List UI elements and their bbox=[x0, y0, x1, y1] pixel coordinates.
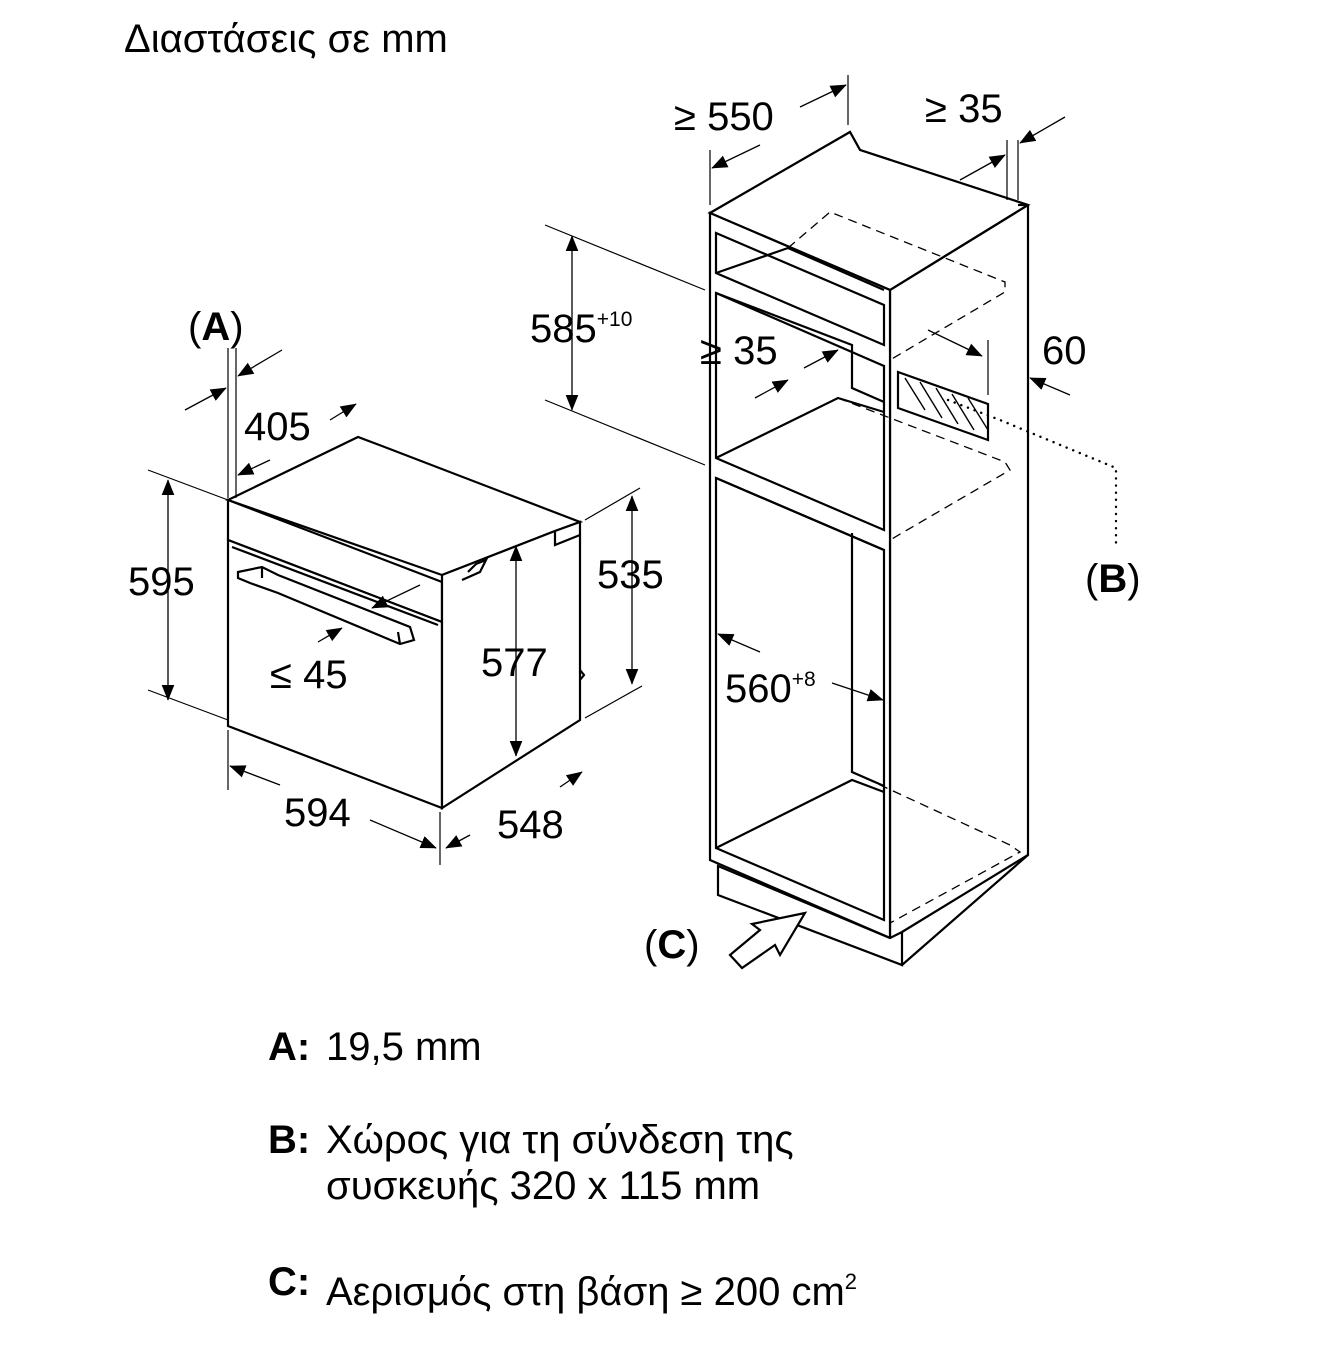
label-c-letter: C bbox=[657, 923, 686, 967]
label-a-callout: (A) bbox=[188, 305, 244, 349]
legend-c-key: C: bbox=[268, 1260, 311, 1304]
dim-585-tolerance: +10 bbox=[597, 308, 633, 331]
dim-35-inner: ≥ 35 bbox=[700, 329, 778, 373]
dim-577: 577 bbox=[481, 641, 548, 685]
dim-585-value: 585 bbox=[530, 307, 597, 351]
dim-60: 60 bbox=[1042, 329, 1087, 373]
connection-space bbox=[896, 370, 990, 442]
label-a-letter: A bbox=[201, 305, 230, 349]
legend-a: A: 19,5 mm bbox=[268, 1024, 482, 1070]
dim-405: 405 bbox=[244, 405, 311, 449]
legend-c: C: Αερισμός στη βάση ≥ 200 cm2 bbox=[268, 1259, 857, 1315]
dim-35-top: ≥ 35 bbox=[925, 87, 1003, 131]
dim-560-tolerance: +8 bbox=[792, 668, 816, 691]
ventilation-arrow bbox=[728, 911, 808, 970]
oven-handle bbox=[236, 565, 416, 646]
cabinet-drawing bbox=[707, 130, 1118, 970]
legend-c-superscript: 2 bbox=[844, 1269, 858, 1294]
dim-550: ≥ 550 bbox=[674, 95, 774, 139]
page-title: Διαστάσεις σε mm bbox=[124, 17, 448, 61]
label-b-callout: (B) bbox=[1085, 557, 1141, 601]
dim-585: 585+10 bbox=[530, 307, 632, 351]
legend-b-line-2: συσκευής 320 x 115 mm bbox=[326, 1164, 761, 1208]
dim-535: 535 bbox=[597, 553, 664, 597]
dim-45: ≤ 45 bbox=[270, 653, 348, 697]
cabinet-dimensions bbox=[544, 75, 1071, 702]
label-b-letter: B bbox=[1098, 557, 1127, 601]
cabinet-plinth bbox=[716, 864, 904, 967]
legend-a-key: A: bbox=[268, 1025, 311, 1069]
legend-c-text: Αερισμός στη βάση ≥ 200 cm bbox=[326, 1270, 845, 1314]
label-c-callout: (C) bbox=[644, 923, 700, 967]
dim-594: 594 bbox=[284, 791, 351, 835]
legend-b-line-1: Χώρος για τη σύνδεση της bbox=[326, 1118, 794, 1162]
dim-595: 595 bbox=[128, 560, 195, 604]
dim-560: 560+8 bbox=[725, 667, 816, 711]
dim-548: 548 bbox=[497, 803, 564, 847]
legend-a-text: 19,5 mm bbox=[326, 1025, 482, 1069]
oven-dimensions bbox=[147, 348, 643, 865]
oven-side-hook bbox=[461, 557, 489, 582]
oven-drawing bbox=[225, 435, 586, 811]
dim-560-value: 560 bbox=[725, 667, 792, 711]
legend-b-key: B: bbox=[268, 1118, 311, 1162]
